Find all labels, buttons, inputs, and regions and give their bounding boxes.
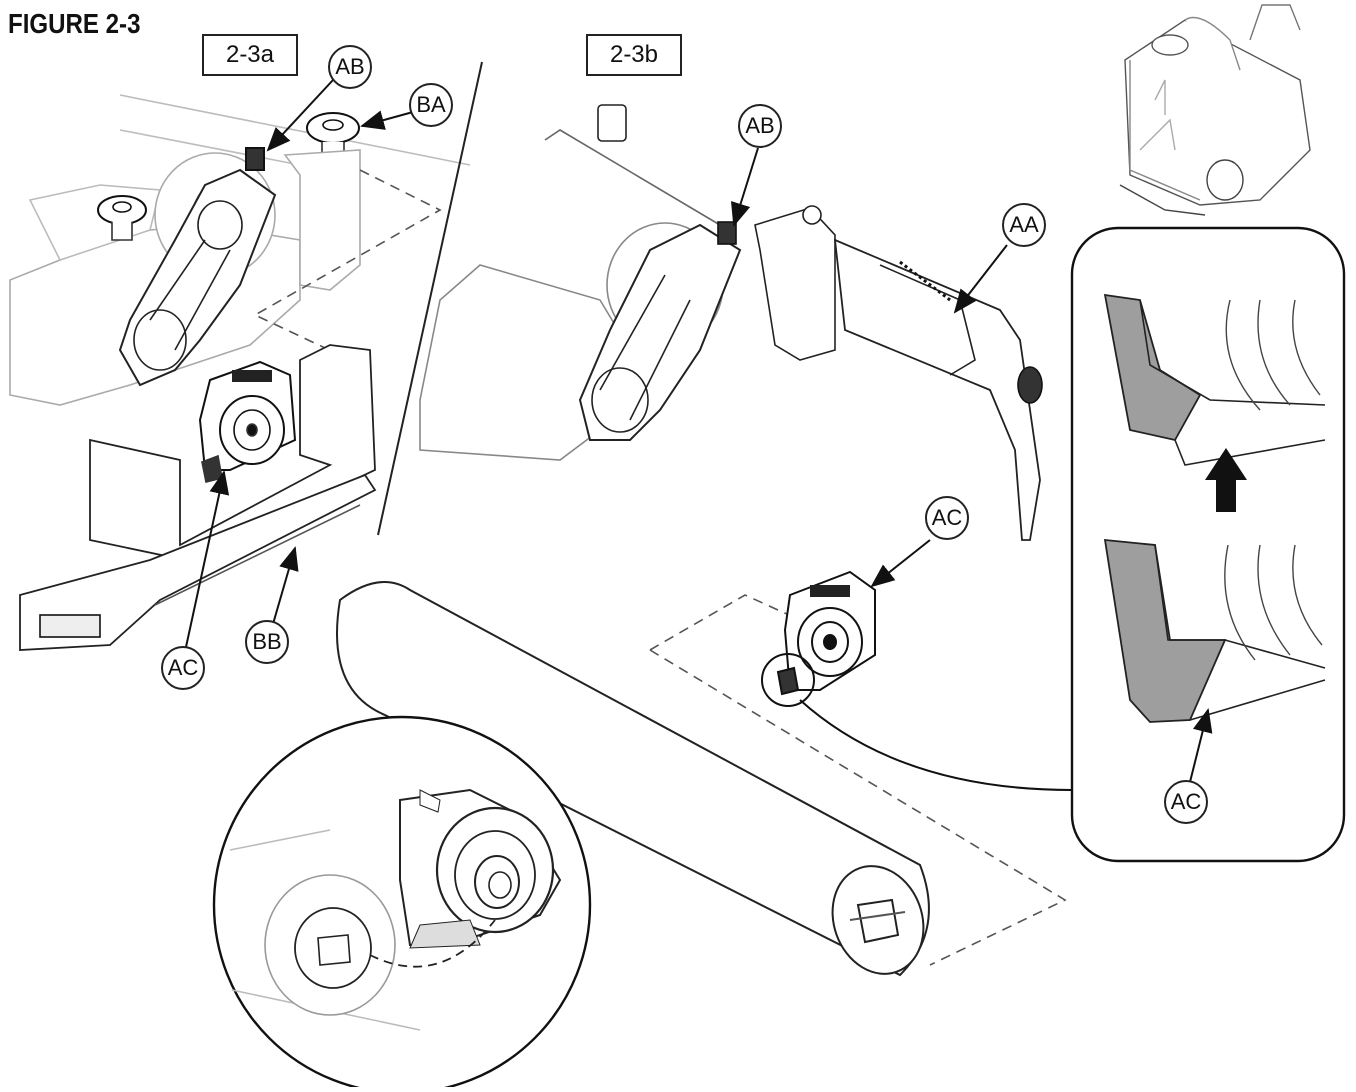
up-arrow-icon [1205, 448, 1247, 512]
view-label-2-3b: 2-3b [586, 34, 682, 76]
callout-ac-view-b: AC [925, 496, 969, 540]
figure-title: FIGURE 2-3 [8, 8, 141, 39]
callout-ac-detail: AC [1164, 780, 1208, 824]
callout-ac-view-a: AC [161, 646, 205, 690]
callout-ab-view-b: AB [738, 104, 782, 148]
callout-aa: AA [1002, 203, 1046, 247]
view-2-3b-deck [419, 104, 1043, 541]
view-divider [377, 61, 483, 536]
detail-panel-idler-tab [1070, 226, 1346, 863]
callout-ba: BA [409, 83, 453, 127]
detail-circle-drive-hub [212, 715, 592, 1092]
callout-bb: BB [245, 620, 289, 664]
view-label-2-3a: 2-3a [202, 34, 298, 76]
brush-roller [336, 581, 930, 977]
guide-dashed-line [649, 594, 1067, 966]
view-2-3a-deck [9, 94, 471, 651]
machine-thumbnail [1119, 4, 1311, 216]
leader-lines [185, 79, 1213, 783]
magnifier-connector [799, 699, 1073, 791]
view-2-3b-idler-plate [761, 570, 876, 707]
callout-ab-view-a: AB [328, 45, 372, 89]
